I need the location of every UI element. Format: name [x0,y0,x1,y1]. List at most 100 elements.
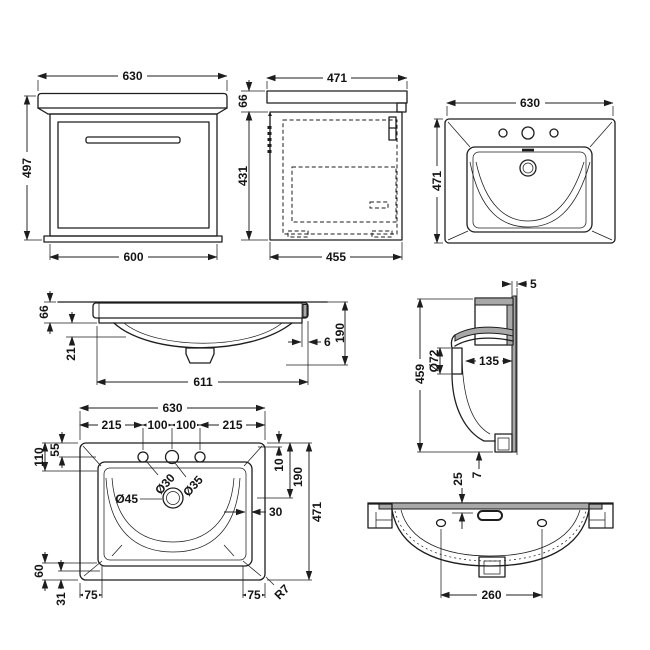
dim-front-2: 31 [54,592,68,606]
basin-outline [444,118,616,244]
dim-mid-depth: 135 [479,354,499,368]
cabinet-plinth [43,235,223,243]
dim-basin-rim-drop: 21 [64,347,78,361]
dim-basin-depth-190: 190 [333,323,347,343]
dim-worktop-height: 66 [236,94,250,108]
worktop-front [37,92,228,109]
tap-hole-left-detail [137,451,149,463]
dim-base-lip: 7 [470,471,484,478]
rim-roll-section [454,326,514,342]
cabinet-side-panel [269,111,403,241]
dim-corner-right: 75 [247,588,261,602]
view-basin-plan: 630 471 [430,96,616,244]
overflow-channel [451,347,463,375]
fixing-hole-left [435,518,447,528]
dim-wall-gap: 5 [530,277,537,291]
back-edge-fill [378,502,603,510]
dim-cabinet-width-top: 630 [122,69,142,83]
bowl-front-inner [123,322,283,344]
foot-hidden-left [287,230,309,238]
drawer-box-hidden [291,166,397,223]
dim-cabinet-body-height: 431 [236,166,250,186]
tap-hole-right [549,128,559,138]
bowl-rim-inner-detail [103,467,247,561]
back-section-fill [511,295,517,453]
carcase-hidden [282,119,398,235]
dim-tap-dia-outer: Ø30 [152,471,178,497]
drawer-handle-groove [85,136,181,144]
edge-section-fill [302,304,308,318]
dim-tap-left: 215 [101,418,121,432]
dim-overflow-dia: Ø72 [427,349,441,372]
trap-boss [478,556,506,578]
dim-basin-lip: 6 [324,335,331,349]
view-basin-section: 5 459 Ø72 135 7 [413,277,537,478]
dim-cabinet-depth-top: 471 [327,71,347,85]
dim-overflow-offset: 25 [451,472,465,486]
dim-cabinet-width-bottom: 600 [123,250,143,264]
bowl-front-outer [113,322,293,349]
cabinet-body [49,113,218,237]
hanging-bracket [388,116,397,141]
dim-waste-dia: Ø45 [115,492,138,506]
bowl-slope-curves-detail [105,477,241,557]
dim-front-1: 60 [32,564,46,578]
tap-hole-left [498,128,508,138]
dim-basin-width-611: 611 [193,375,213,389]
basin-slab [92,302,309,319]
waste-trap [185,347,215,364]
fixing-tab-right [588,503,614,529]
dim-basin-edge-height: 66 [37,305,51,319]
view-basin-bottom: 25 260 [367,472,614,602]
dim-cabinet-depth-bottom: 455 [326,250,346,264]
dim-detail-depth: 471 [310,502,324,522]
dim-hole-centres: 55 [48,443,62,457]
view-cabinet-front: 630 497 600 [20,69,228,264]
trap-section [494,433,513,453]
dim-deck: 30 [269,505,283,519]
dim-tap-dia-centre: Ø35 [180,473,206,499]
dim-waste-centre: 190 [291,467,305,487]
view-cabinet-side: 471 66 431 455 [236,71,408,264]
deck-corner-lines [447,121,613,241]
tap-hole-centre-detail [164,449,180,465]
dim-corner-left: 75 [84,588,98,602]
bowl-rim-outer [466,146,593,233]
dim-fixing-centres: 260 [481,588,501,602]
tap-hole-centre [521,126,535,140]
drawer-runner-hidden [369,201,389,209]
tap-hole-right-detail [194,451,206,463]
dim-back-edge: 110 [32,447,46,467]
waste-hole [519,159,537,177]
fixing-hole-right [536,518,548,528]
worktop-front-lip [396,102,407,113]
dim-tap-mid-left: 100 [147,418,167,432]
view-basin-front: 66 21 611 6 190 [37,291,349,389]
dim-tap-mid-right: 100 [176,418,196,432]
cabinet-door-panel [57,121,210,229]
worktop-lip [37,107,228,115]
worktop-side [266,90,408,104]
dim-basin-depth: 471 [430,171,444,191]
deck-corner-lines-detail [82,445,263,577]
foot-hidden-right [371,230,393,238]
waste-hole-detail [162,487,184,509]
bowl-rim-inner [472,151,587,229]
fixing-tab-left [367,503,393,529]
slab-underside [98,317,303,324]
bracket-adjuster-detail [267,112,272,160]
bowl-underside-outer [391,509,590,567]
dim-rim: 10 [272,458,286,472]
bowl-section-inner [461,351,491,435]
bowl-underside-inner [400,509,581,557]
bowl-section-outer [451,373,496,442]
view-basin-plan-detail: 630 215 100 100 215 110 55 10 190 471 [32,401,324,606]
dim-section-height: 459 [413,364,427,384]
dim-corner-radius: R7 [272,581,293,602]
overflow-slot-bottom [477,510,503,521]
dim-basin-width: 630 [520,96,540,110]
dim-cabinet-height: 497 [20,158,34,178]
basin-outline-detail [79,442,266,581]
